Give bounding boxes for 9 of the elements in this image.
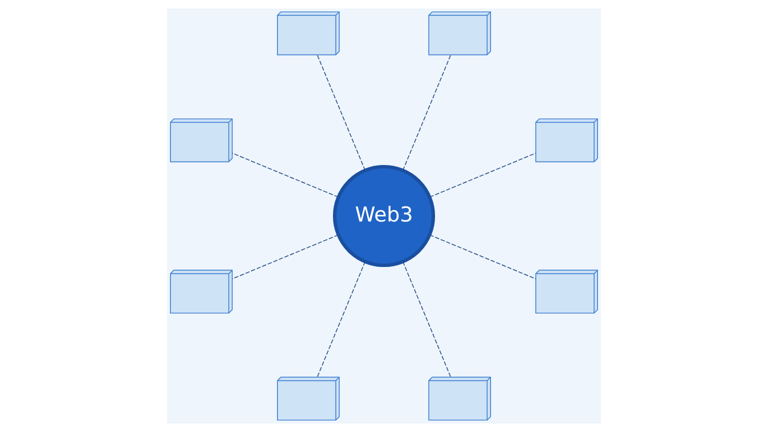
connector: [316, 54, 366, 171]
connector: [402, 261, 452, 378]
connector: [232, 234, 339, 280]
connector: [402, 54, 452, 171]
connector: [429, 234, 536, 280]
connector: [232, 152, 339, 198]
connector: [316, 261, 366, 378]
connector: [429, 152, 536, 198]
node-circle: Web3: [332, 164, 436, 268]
